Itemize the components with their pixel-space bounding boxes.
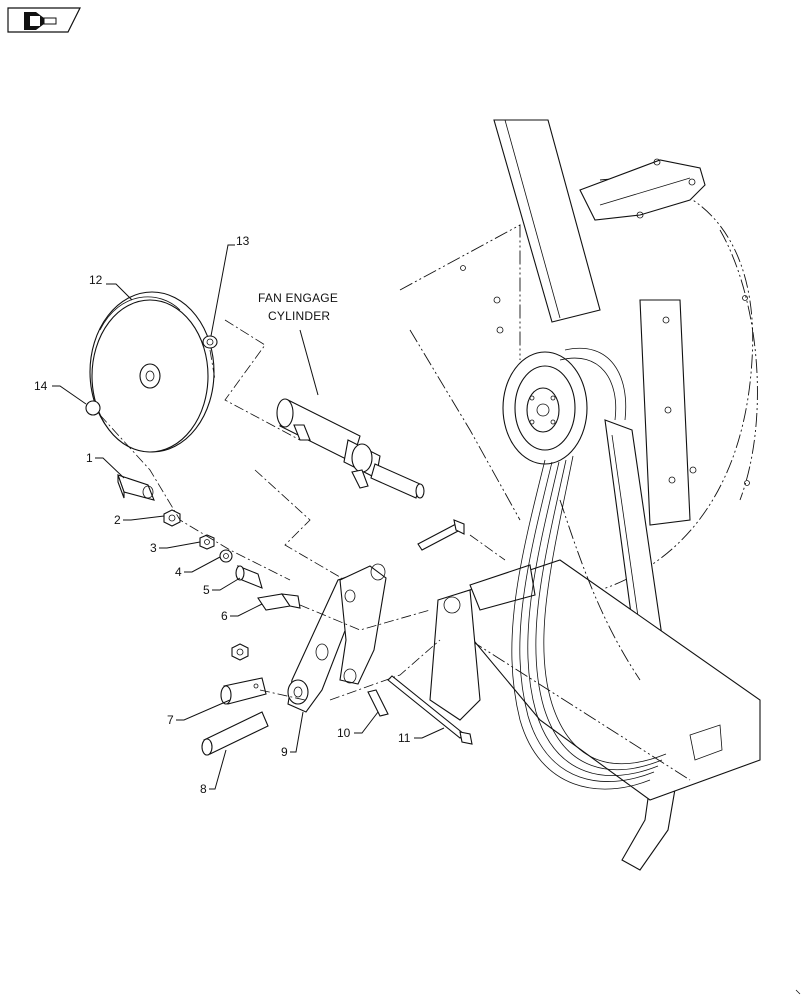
callout-5: 5 xyxy=(203,583,210,597)
callout-12: 12 xyxy=(89,273,103,287)
callout-3: 3 xyxy=(150,541,157,555)
drive-belts xyxy=(511,455,667,790)
callout-7: 7 xyxy=(167,713,174,727)
fan-engage-cylinder-caption: FAN ENGAGE CYLINDER xyxy=(258,291,338,323)
washer-part-4 xyxy=(219,549,233,563)
machine-frame xyxy=(399,119,761,871)
callout-6: 6 xyxy=(221,609,228,623)
drive-pulley xyxy=(502,348,627,465)
caption-line-1: FAN ENGAGE xyxy=(258,291,338,305)
roll-pin-part-10 xyxy=(367,689,389,717)
fan-engage-cylinder xyxy=(276,398,425,499)
callout-10: 10 xyxy=(337,726,351,740)
callout-8: 8 xyxy=(200,782,207,796)
lever-arm-part-9 xyxy=(287,563,387,713)
back-arrow-icon[interactable] xyxy=(7,7,81,33)
callout-11: 11 xyxy=(398,731,411,745)
bracket-part-6 xyxy=(257,593,301,611)
callout-13: 13 xyxy=(236,234,250,248)
callout-labels: 13 12 14 1 2 3 4 5 6 7 8 9 10 11 xyxy=(34,234,411,796)
nut-loose xyxy=(231,643,249,661)
hub-part-1 xyxy=(117,474,155,501)
assembly-center-lines xyxy=(99,319,506,701)
callout-leaders xyxy=(52,244,445,790)
callout-1: 1 xyxy=(86,451,93,465)
nut-part-13 xyxy=(202,335,218,349)
pin-part-7 xyxy=(220,677,267,705)
spacer-part-14 xyxy=(85,400,101,416)
caption-line-2: CYLINDER xyxy=(268,309,330,323)
callout-14: 14 xyxy=(34,379,48,393)
callout-2: 2 xyxy=(114,513,121,527)
callout-4: 4 xyxy=(175,565,182,579)
bushing-part-5 xyxy=(235,565,263,589)
long-bolt-part-11 xyxy=(387,675,473,745)
pin-part-8 xyxy=(201,711,269,756)
cylinder-bolt xyxy=(417,519,465,551)
pulley-wheel-part-12 xyxy=(89,291,215,453)
callout-9: 9 xyxy=(281,745,288,759)
corner-mark xyxy=(795,989,801,995)
nut-part-2 xyxy=(163,509,181,527)
nut-part-3 xyxy=(199,534,215,550)
